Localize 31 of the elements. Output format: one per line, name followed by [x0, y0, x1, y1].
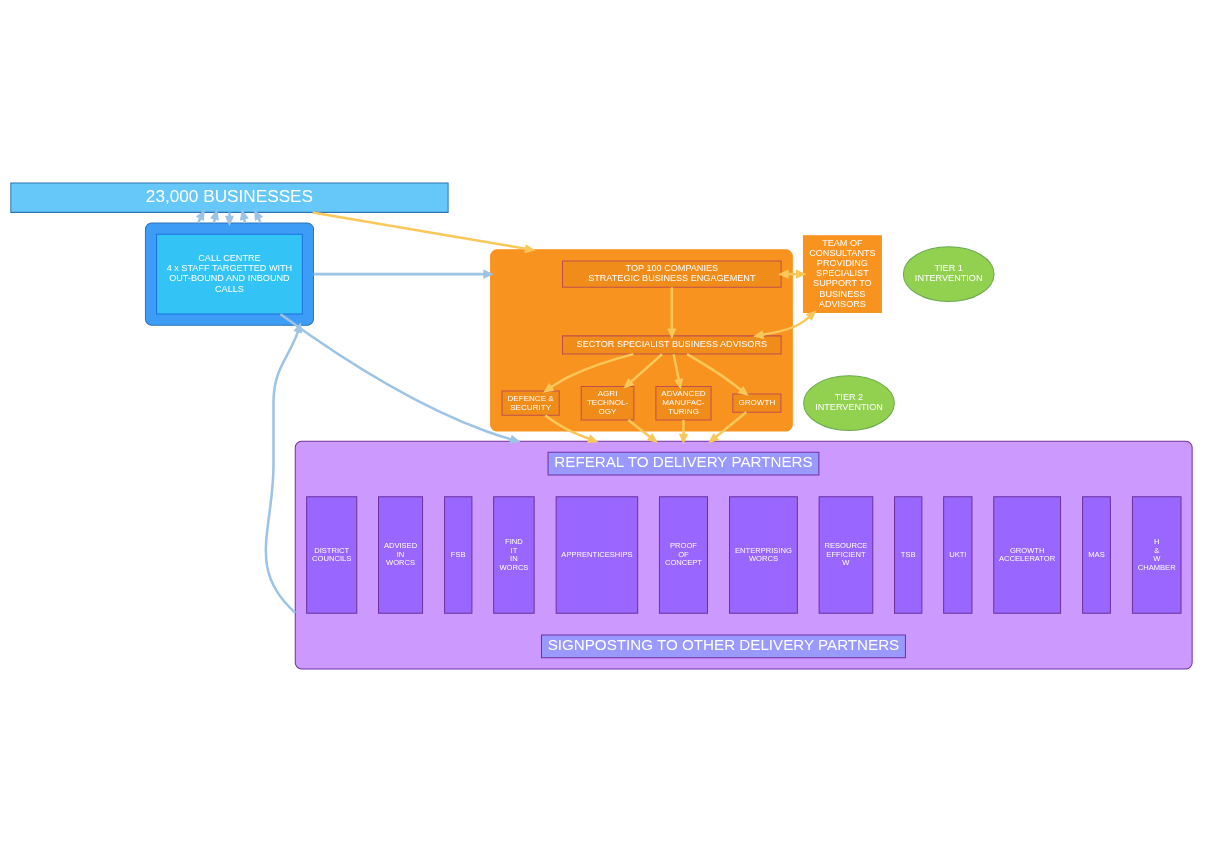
arrow — [312, 210, 536, 253]
node-box: CALL CENTRE 4 x STAFF TARGETTED WITH OUT-BOUND AND INBOUND CALLS — [156, 233, 303, 315]
node-box: DEFENCE & SECURITY — [501, 390, 560, 416]
node-box: TOP 100 COMPANIES STRATEGIC BUSINESS ENGAGEMENT — [562, 259, 782, 288]
node-box: 23,000 BUSINESSES — [10, 182, 449, 213]
arrow — [313, 269, 494, 279]
arrow — [667, 286, 677, 339]
node-box: REFERAL TO DELIVERY PARTNERS — [547, 451, 820, 476]
arrow — [623, 352, 663, 389]
node-box: SECTOR SPECIALIST BUSINESS ADVISORS — [562, 334, 782, 355]
arrow — [544, 413, 599, 443]
arrow — [672, 353, 684, 389]
arrow — [708, 410, 747, 443]
cluster — [294, 440, 1193, 669]
node-box: GROWTH — [732, 393, 782, 413]
node-ellipse: TIER 1 INTERVENTION — [902, 245, 995, 302]
arrow — [264, 321, 303, 614]
arrow — [678, 419, 689, 444]
arrow — [686, 352, 749, 396]
node-box: TEAM OF CONSULTANTS PROVIDING SPECIALIST SUPPORT TO BUSINESS ADVISORS — [802, 234, 882, 313]
cluster — [144, 222, 314, 326]
node-box: SIGNPOSTING TO OTHER DELIVERY PARTNERS — [541, 634, 906, 658]
node-ellipse: TIER 2 INTERVENTION — [803, 374, 895, 431]
cluster — [490, 248, 793, 432]
arrow — [543, 352, 634, 393]
arrow — [224, 211, 235, 226]
node-box: AGRI TECHNOL- OGY — [580, 385, 635, 420]
arrow — [753, 310, 817, 339]
arrow — [279, 312, 521, 444]
node-box: ADVANCED MANUFAC- TURING — [655, 385, 712, 420]
arrow — [627, 418, 658, 443]
